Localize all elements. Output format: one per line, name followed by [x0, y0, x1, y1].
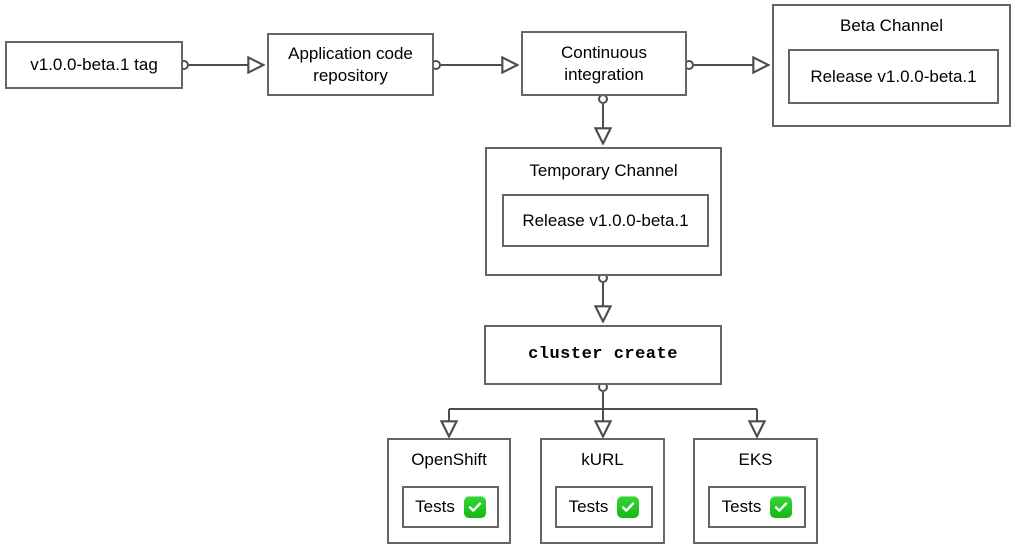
openshift-tests-box[interactable]: Tests	[402, 486, 499, 528]
node-continuous-integration[interactable]: Continuous integration	[521, 31, 687, 96]
node-target-kurl-title: kURL	[581, 450, 624, 469]
beta-channel-release-box[interactable]: Release v1.0.0-beta.1	[788, 49, 999, 104]
kurl-tests-box[interactable]: Tests	[555, 486, 653, 528]
green-check-icon	[463, 496, 486, 518]
node-target-eks[interactable]: EKS Tests	[693, 438, 818, 544]
node-version-tag-label: v1.0.0-beta.1 tag	[30, 55, 158, 75]
node-target-openshift[interactable]: OpenShift Tests	[387, 438, 511, 544]
node-cluster-create[interactable]: cluster create	[484, 325, 722, 385]
eks-tests-label: Tests	[721, 497, 762, 517]
temporary-channel-release-box[interactable]: Release v1.0.0-beta.1	[502, 194, 709, 247]
node-temporary-channel-title: Temporary Channel	[529, 161, 678, 180]
node-application-code-repository[interactable]: Application code repository	[267, 33, 434, 96]
node-beta-channel[interactable]: Beta Channel Release v1.0.0-beta.1	[772, 4, 1011, 127]
node-beta-channel-title: Beta Channel	[839, 16, 944, 35]
node-target-openshift-title: OpenShift	[411, 450, 487, 469]
node-cluster-create-label: cluster create	[528, 345, 678, 365]
node-application-code-repository-label: Application code repository	[288, 44, 413, 85]
green-check-icon	[617, 496, 640, 518]
openshift-tests-label: Tests	[415, 497, 455, 517]
node-target-eks-title: EKS	[738, 450, 773, 469]
node-version-tag[interactable]: v1.0.0-beta.1 tag	[5, 41, 183, 89]
node-temporary-channel[interactable]: Temporary Channel Release v1.0.0-beta.1	[485, 147, 722, 276]
temporary-channel-release-label: Release v1.0.0-beta.1	[522, 210, 689, 230]
kurl-tests-label: Tests	[568, 497, 609, 517]
node-continuous-integration-label: Continuous integration	[560, 43, 647, 84]
green-check-icon	[770, 496, 793, 518]
beta-channel-release-label: Release v1.0.0-beta.1	[810, 66, 977, 86]
node-target-kurl[interactable]: kURL Tests	[540, 438, 665, 544]
eks-tests-box[interactable]: Tests	[708, 486, 806, 528]
